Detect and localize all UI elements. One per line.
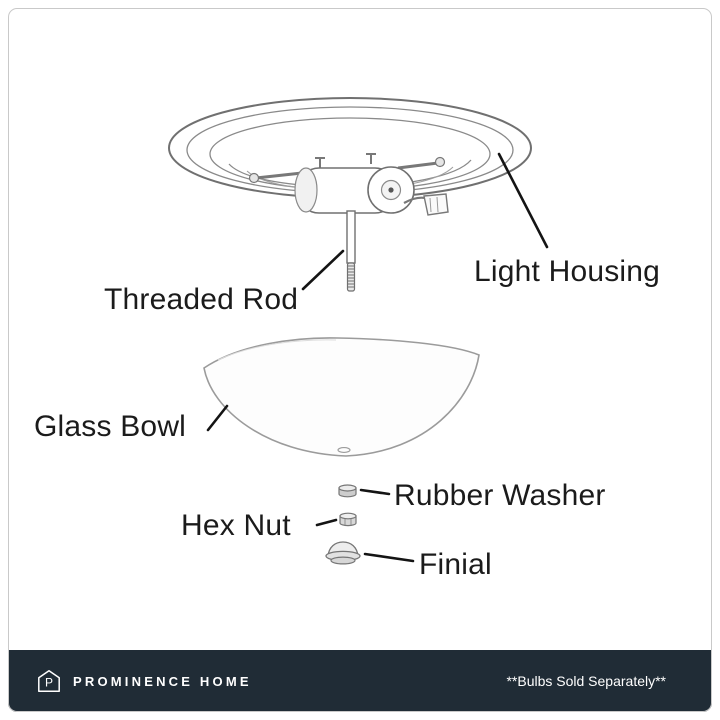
rubber-washer-drawing xyxy=(338,484,357,498)
threaded-rod-drawing xyxy=(346,210,356,292)
label-threaded-rod: Threaded Rod xyxy=(104,283,299,316)
hex-nut-pointer-line xyxy=(315,518,338,527)
bulbs-note: **Bulbs Sold Separately** xyxy=(506,673,666,689)
glass-bowl-drawing xyxy=(203,337,480,457)
brand-name: PROMINENCE HOME xyxy=(73,673,252,689)
prominence-logo-icon: P xyxy=(38,670,60,692)
threaded-rod-pointer-line xyxy=(301,249,345,291)
rubber-washer-pointer-line xyxy=(359,488,391,496)
label-rubber-washer: Rubber Washer xyxy=(394,479,606,512)
label-light-housing: Light Housing xyxy=(474,255,661,288)
label-hex-nut: Hex Nut xyxy=(181,509,291,542)
brand: P PROMINENCE HOME xyxy=(36,668,252,694)
glass-bowl-pointer-line xyxy=(206,404,229,432)
footer-bar: P PROMINENCE HOME **Bulbs Sold Separatel… xyxy=(8,650,712,712)
pointer-lines xyxy=(206,152,549,563)
fixture-diagram xyxy=(168,97,549,565)
light-housing-pointer-line xyxy=(497,152,549,249)
hex-nut-drawing xyxy=(339,512,357,527)
finial-pointer-line xyxy=(363,552,415,563)
logo-letter: P xyxy=(45,676,53,690)
finial-drawing xyxy=(325,541,361,565)
label-finial: Finial xyxy=(419,548,492,581)
light-housing-drawing xyxy=(168,97,532,216)
label-glass-bowl: Glass Bowl xyxy=(34,410,187,443)
